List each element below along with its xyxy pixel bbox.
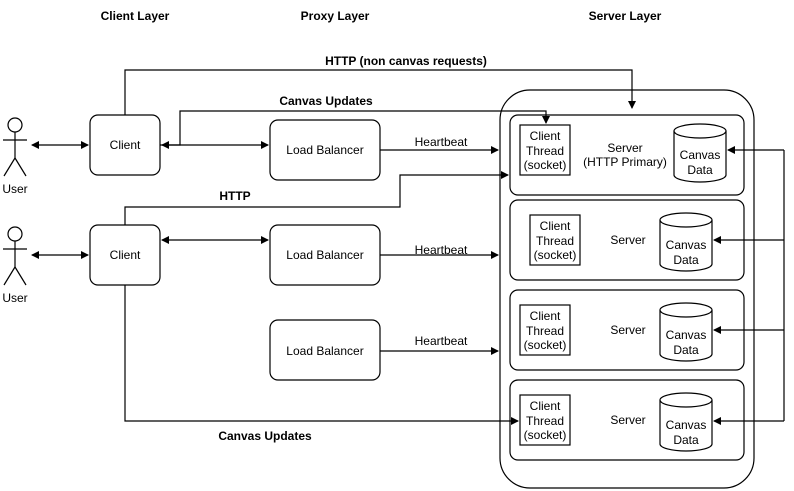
heartbeat-label-3: Heartbeat xyxy=(415,334,468,348)
load-balancer-label-3: Load Balancer xyxy=(286,344,363,358)
client-thread-box-4 xyxy=(519,394,571,446)
http-non-canvas-label: HTTP (non canvas requests) xyxy=(325,54,487,68)
thread-label-4-line1: Client xyxy=(530,399,561,413)
canvas-updates-label-top: Canvas Updates xyxy=(279,94,373,108)
load-balancer-label-2: Load Balancer xyxy=(286,248,363,262)
canvas-updates-edge-top xyxy=(160,110,550,146)
server-label-2: Server xyxy=(610,233,645,247)
thread-label-2-line3: (socket) xyxy=(534,248,577,262)
thread-label-4-line2: Thread xyxy=(526,414,564,428)
server-node-3: Client Thread (socket) Server Canvas Dat… xyxy=(509,289,745,371)
server-layer-header: Server Layer xyxy=(589,9,662,23)
thread-label-4-line3: (socket) xyxy=(524,428,567,442)
thread-label-3-line3: (socket) xyxy=(524,338,567,352)
db-label-4-line2: Data xyxy=(673,433,699,447)
thread-label-2-line1: Client xyxy=(540,219,571,233)
server-label-3: Server xyxy=(610,323,645,337)
http-label: HTTP xyxy=(219,189,250,203)
client-label-2: Client xyxy=(110,248,141,262)
server-node-1: Client Thread (socket) Server (HTTP Prim… xyxy=(509,114,745,196)
server-label-1-line1: Server xyxy=(607,141,642,155)
thread-label-1-line2: Thread xyxy=(526,144,564,158)
client-thread-box-3 xyxy=(519,304,571,356)
user-actor-1 xyxy=(3,117,27,177)
load-balancer-box-3 xyxy=(269,319,381,381)
user-actor-2 xyxy=(3,226,27,286)
db-label-2-line1: Canvas xyxy=(666,238,707,252)
db-label-3-line1: Canvas xyxy=(666,328,707,342)
server-label-4: Server xyxy=(610,413,645,427)
db-label-1-line1: Canvas xyxy=(680,148,721,162)
client-layer-header: Client Layer xyxy=(101,9,170,23)
user-label-1: User xyxy=(2,182,27,196)
heartbeat-label-1: Heartbeat xyxy=(415,135,468,149)
client-thread-box-2 xyxy=(529,214,581,266)
canvas-data-db-4 xyxy=(659,392,713,452)
user-label-2: User xyxy=(2,291,27,305)
heartbeat-label-2: Heartbeat xyxy=(415,243,468,257)
db-label-4-line1: Canvas xyxy=(666,418,707,432)
client-label-1: Client xyxy=(110,138,141,152)
server-node-4: Client Thread (socket) Server Canvas Dat… xyxy=(509,379,745,461)
thread-label-3-line1: Client xyxy=(530,309,561,323)
canvas-data-db-2 xyxy=(659,212,713,272)
canvas-data-db-3 xyxy=(659,302,713,362)
server-label-1-line2: (HTTP Primary) xyxy=(583,155,667,169)
db-label-2-line2: Data xyxy=(673,253,699,267)
canvas-data-db-1 xyxy=(673,123,727,183)
thread-label-3-line2: Thread xyxy=(526,324,564,338)
canvas-updates-edge-bottom xyxy=(124,285,519,425)
canvas-updates-label-bottom: Canvas Updates xyxy=(218,429,312,443)
server-node-2: Client Thread (socket) Server Canvas Dat… xyxy=(509,199,745,281)
client-thread-box-1 xyxy=(519,124,571,176)
thread-label-1-line1: Client xyxy=(530,129,561,143)
thread-label-2-line2: Thread xyxy=(536,234,574,248)
db-label-1-line2: Data xyxy=(687,163,713,177)
db-label-3-line2: Data xyxy=(673,343,699,357)
http-edge xyxy=(124,171,509,225)
http-non-canvas-edge xyxy=(124,69,636,115)
proxy-layer-header: Proxy Layer xyxy=(301,9,370,23)
load-balancer-label-1: Load Balancer xyxy=(286,143,363,157)
thread-label-1-line3: (socket) xyxy=(524,158,567,172)
